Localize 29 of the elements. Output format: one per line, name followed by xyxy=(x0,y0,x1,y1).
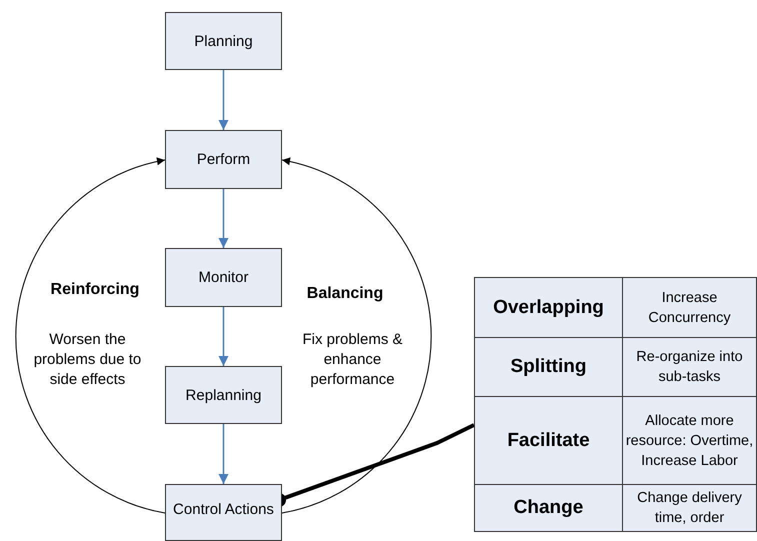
action-text: Change delivery time, order xyxy=(622,484,757,532)
process-box xyxy=(165,248,282,307)
box-label: Monitor xyxy=(198,269,249,286)
arrow xyxy=(218,307,228,366)
row-heading: Change xyxy=(474,484,623,532)
loop-title: Balancing xyxy=(306,284,384,304)
box-label: Planning xyxy=(194,32,253,50)
loop-description: Fix problems & enhance performance xyxy=(301,330,404,390)
row-heading: Facilitate xyxy=(474,396,623,485)
action-text: Re-organize into sub-tasks xyxy=(622,337,757,397)
row-heading: Overlapping xyxy=(474,277,623,338)
box-label: Perform xyxy=(196,151,250,168)
arrow xyxy=(218,189,228,248)
arrow xyxy=(282,158,432,514)
process-box xyxy=(165,12,282,70)
arrow xyxy=(15,158,166,514)
box-label: Replanning xyxy=(186,386,262,404)
process-box xyxy=(165,366,282,424)
action-table xyxy=(474,277,757,531)
arrow xyxy=(218,424,228,484)
loop-description: Worsen the problems due to side effects xyxy=(32,330,142,390)
action-text: Allocate more resource: Overtime, Increase Labor xyxy=(622,396,757,485)
row-heading: Splitting xyxy=(474,337,623,397)
action-text: Increase Concurrency xyxy=(622,277,757,338)
loop-title: Reinforcing xyxy=(50,280,140,300)
box-label: Control Actions xyxy=(173,501,274,518)
process-box xyxy=(165,484,282,541)
arrow xyxy=(218,70,228,130)
process-box xyxy=(165,130,282,189)
